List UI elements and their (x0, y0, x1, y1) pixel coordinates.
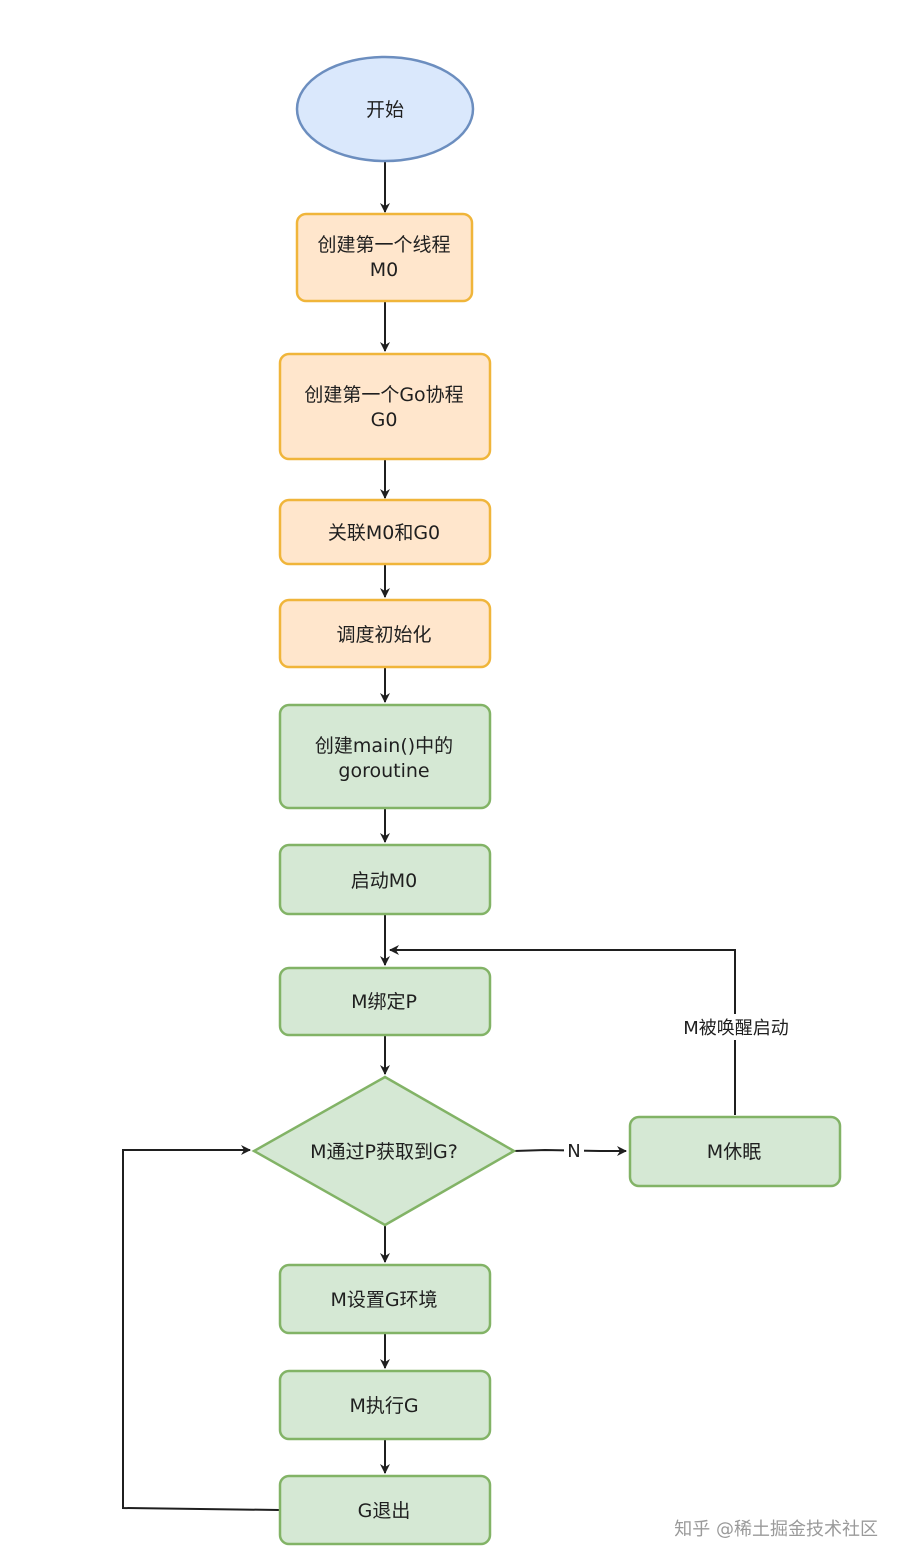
create-m0-line1: 创建第一个线程 (317, 234, 450, 256)
node-m-exec-g: M执行G (278, 1369, 492, 1441)
sched-init-label: 调度初始化 (336, 624, 431, 646)
node-start-m0: 启动M0 (278, 843, 492, 916)
edge-label-bg (564, 1140, 584, 1162)
node-start: 开始 (295, 55, 475, 163)
edge-label-bg (672, 1014, 800, 1040)
edge-label-no: N (567, 1141, 580, 1162)
create-main-box (278, 703, 492, 810)
link-label: 关联M0和G0 (328, 522, 440, 544)
start-label: 开始 (366, 99, 404, 121)
edge-sleep-to-bind-p (389, 945, 736, 1115)
node-sched-init: 调度初始化 (278, 598, 492, 669)
edges (122, 162, 736, 1511)
node-g-exit: G退出 (278, 1474, 492, 1546)
m-set-env-label: M设置G环境 (330, 1289, 437, 1311)
decision-diamond (251, 1075, 517, 1227)
create-m0-line2: M0 (370, 259, 398, 281)
g-exit-label: G退出 (358, 1500, 411, 1522)
node-m-bind-p: M绑定P (278, 966, 492, 1037)
m-sleep-box (628, 1115, 842, 1188)
m-exec-label: M执行G (349, 1395, 418, 1417)
g-exit-box (278, 1474, 492, 1546)
start-ellipse (295, 55, 475, 163)
start-m0-box (278, 843, 492, 916)
m-exec-box (278, 1369, 492, 1441)
node-m-set-g-env: M设置G环境 (278, 1263, 492, 1335)
start-m0-label: 启动M0 (351, 870, 417, 892)
node-create-m0: 创建第一个线程 M0 (295, 212, 474, 303)
m-bind-p-box (278, 966, 492, 1037)
create-main-line1: 创建main()中的 (315, 735, 453, 757)
edge-label-wake: M被唤醒启动 (683, 1018, 789, 1039)
node-m-sleep: M休眠 (628, 1115, 842, 1188)
decision-label: M通过P获取到G? (310, 1141, 458, 1163)
node-create-g0: 创建第一个Go协程 G0 (278, 352, 492, 461)
node-link-m0-g0: 关联M0和G0 (278, 498, 492, 566)
create-m0-box (295, 212, 474, 303)
create-main-line2: goroutine (338, 760, 429, 782)
create-g0-line1: 创建第一个Go协程 (304, 384, 463, 406)
node-create-main-g: 创建main()中的 goroutine (278, 703, 492, 810)
edge-exit-to-decision (122, 1145, 280, 1511)
create-g0-line2: G0 (371, 409, 398, 431)
watermark: 知乎 @稀土掘金技术社区 (674, 1519, 878, 1540)
m-set-env-box (278, 1263, 492, 1335)
m-bind-p-label: M绑定P (351, 991, 417, 1013)
create-g0-box (278, 352, 492, 461)
m-sleep-label: M休眠 (707, 1141, 761, 1163)
link-box (278, 498, 492, 566)
sched-init-box (278, 598, 492, 669)
node-decision: M通过P获取到G? (251, 1075, 517, 1227)
